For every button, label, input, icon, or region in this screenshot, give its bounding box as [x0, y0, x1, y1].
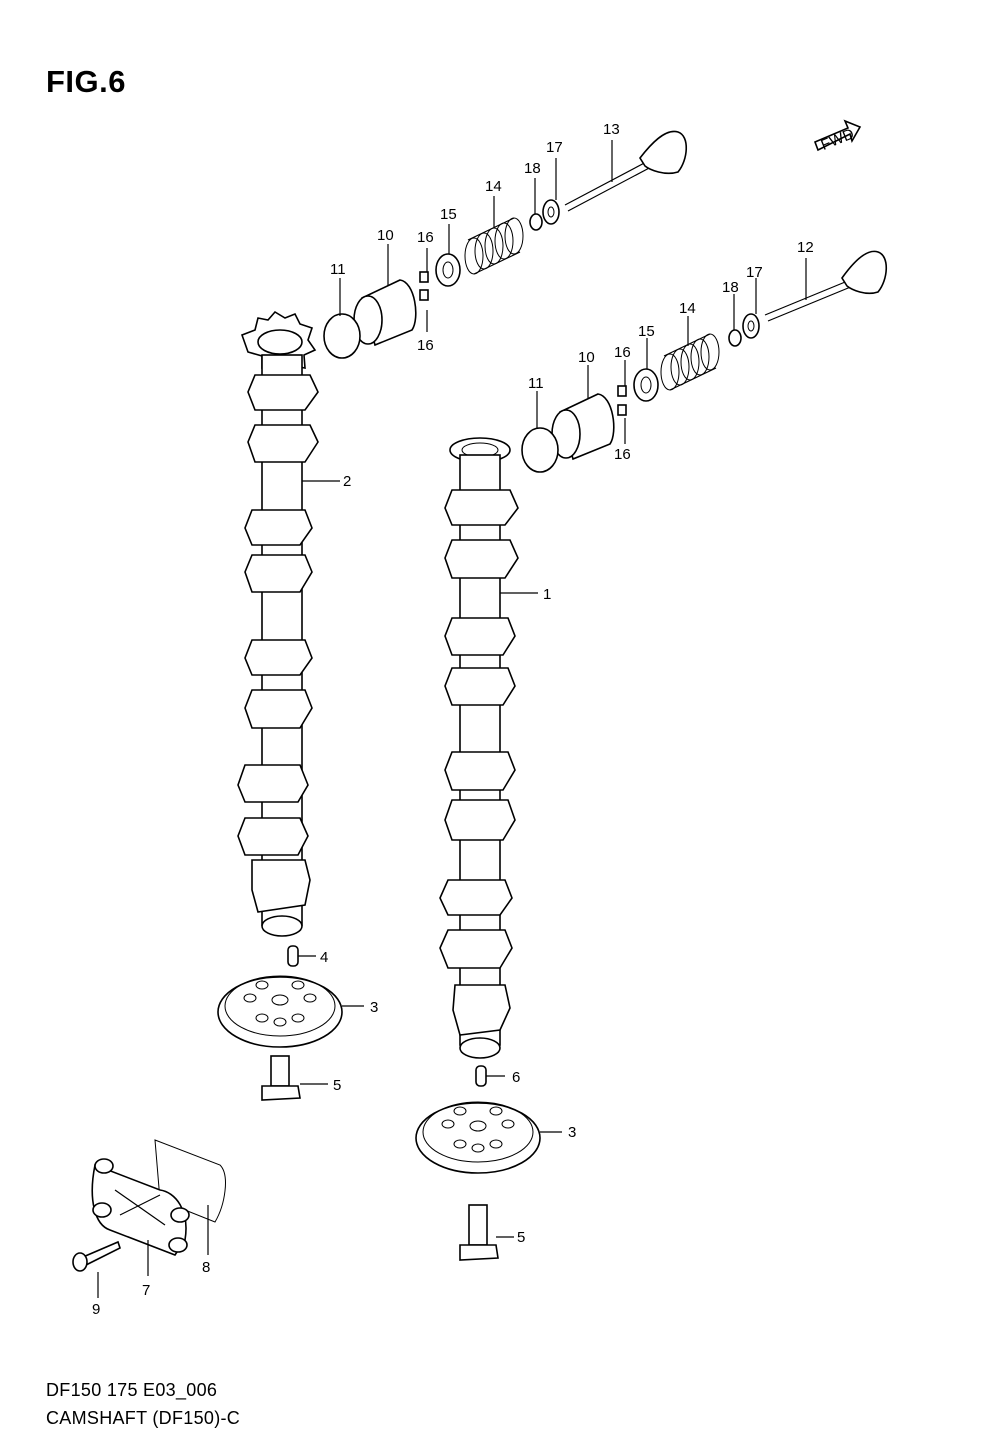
fwd-label: FWD: [818, 125, 856, 154]
callout-13: 13: [603, 121, 620, 138]
callout-1: 1: [543, 586, 551, 603]
callout-16a: 16: [417, 229, 434, 246]
callout-12: 12: [797, 239, 814, 256]
figure-name: CAMSHAFT (DF150)-C: [46, 1408, 241, 1428]
callout-labels: 1 2 3 3 4 5 5 6 7 8 9 10 10 11 11 12 13 …: [92, 121, 814, 1318]
camshaft-left: [237, 310, 340, 937]
bolt-left: [261, 1055, 328, 1101]
callout-16b: 16: [417, 337, 434, 354]
cover-assembly: [72, 1139, 226, 1298]
callout-9: 9: [92, 1301, 100, 1318]
pin-6: [475, 1065, 487, 1087]
callout-4: 4: [320, 949, 328, 966]
callout-15b: 15: [638, 323, 655, 340]
callout-5b: 5: [517, 1229, 525, 1246]
leader-lines: [339, 140, 807, 444]
callout-3a: 3: [370, 999, 378, 1016]
valve-assembly-upper: [323, 130, 688, 359]
callout-11a: 11: [330, 261, 346, 278]
callout-7: 7: [142, 1282, 150, 1299]
callout-3b: 3: [568, 1124, 576, 1141]
callout-6: 6: [512, 1069, 520, 1086]
sprocket-left: [217, 975, 364, 1048]
callout-2: 2: [343, 473, 351, 490]
pin-4: [287, 945, 299, 967]
callout-14b: 14: [679, 300, 696, 317]
callout-10b: 10: [578, 349, 595, 366]
camshaft-right: [439, 437, 538, 1059]
sprocket-right: [415, 1101, 562, 1174]
callout-18b: 18: [722, 279, 739, 296]
callout-18a: 18: [524, 160, 541, 177]
fwd-arrow-icon: FWD: [813, 119, 862, 154]
callout-17b: 17: [746, 264, 763, 281]
callout-15a: 15: [440, 206, 457, 223]
callout-11b: 11: [528, 375, 544, 392]
callout-14a: 14: [485, 178, 502, 195]
bolt-right: [459, 1204, 514, 1261]
callout-5a: 5: [333, 1077, 341, 1094]
figure-code: DF150 175 E03_006: [46, 1380, 218, 1400]
callout-8: 8: [202, 1259, 210, 1276]
callout-16c: 16: [614, 344, 631, 361]
callout-17a: 17: [546, 139, 563, 156]
figure-title: FIG.6: [46, 64, 127, 99]
callout-10a: 10: [377, 227, 394, 244]
valve-assembly-lower: [521, 250, 888, 473]
callout-16d: 16: [614, 446, 631, 463]
